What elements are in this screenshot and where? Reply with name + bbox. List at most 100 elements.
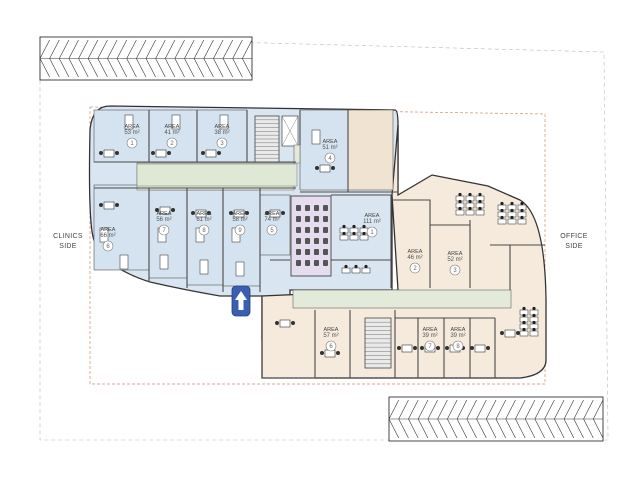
- bed: [99, 227, 109, 243]
- room-area-name: AREA: [323, 139, 338, 145]
- chair: [510, 201, 514, 206]
- parking-stalls-icon: [388, 396, 604, 442]
- chair: [468, 206, 472, 211]
- chair: [532, 320, 536, 325]
- room-number-circle: [166, 137, 178, 149]
- chair: [522, 327, 526, 332]
- desk: [341, 267, 351, 274]
- seat: [296, 260, 301, 266]
- chair: [532, 327, 536, 332]
- seat: [305, 216, 310, 222]
- chair: [478, 192, 482, 197]
- chair: [245, 211, 249, 215]
- seat: [323, 205, 328, 211]
- desk: [517, 218, 527, 225]
- chair: [500, 331, 504, 335]
- desk: [497, 218, 507, 225]
- table: [159, 206, 171, 215]
- chair: [445, 346, 449, 350]
- chair: [478, 199, 482, 204]
- seat: [296, 249, 301, 255]
- chair: [486, 346, 490, 350]
- room-number: 2: [170, 141, 174, 147]
- chair: [468, 192, 472, 197]
- chair: [352, 231, 356, 236]
- seat: [296, 205, 301, 211]
- seat: [305, 205, 310, 211]
- room-area-name: AREA: [157, 211, 172, 217]
- seat: [314, 205, 319, 211]
- chair: [217, 151, 221, 155]
- office-corridor: [292, 289, 512, 309]
- chair: [344, 264, 348, 269]
- chair: [532, 306, 536, 311]
- bed: [124, 114, 134, 130]
- building-envelope: [89, 106, 546, 385]
- chair: [522, 306, 526, 311]
- chair: [470, 346, 474, 350]
- chair: [171, 208, 175, 212]
- desk: [529, 330, 539, 337]
- desk: [361, 267, 371, 274]
- room-area: 41 m²: [164, 130, 179, 136]
- desk: [351, 267, 361, 274]
- seat: [296, 238, 301, 244]
- office-desks: [339, 192, 539, 337]
- desk: [519, 330, 529, 337]
- bed: [235, 261, 245, 277]
- table: [103, 149, 115, 158]
- room-area-name: AREA: [233, 211, 248, 217]
- office-side-line2: SIDE: [565, 243, 583, 250]
- chair: [520, 208, 524, 213]
- room-area-name: AREA: [197, 211, 212, 217]
- entrance-arrow-icon[interactable]: [231, 285, 251, 317]
- chair: [522, 320, 526, 325]
- room-area-name: AREA: [265, 211, 280, 217]
- chair: [436, 346, 440, 350]
- chair: [458, 206, 462, 211]
- bed: [171, 114, 181, 130]
- chair: [115, 203, 119, 207]
- office-side-line1: OFFICE: [560, 233, 587, 240]
- office-room-walls: [261, 194, 545, 379]
- room-number-circle: [266, 224, 278, 236]
- room-area: 58 m²: [232, 217, 247, 223]
- chair: [207, 211, 211, 215]
- room-number-circle: [216, 137, 228, 149]
- seat: [323, 249, 328, 255]
- room-number: 2: [413, 266, 417, 272]
- room-number-circle: [452, 340, 464, 352]
- chair: [281, 211, 285, 215]
- chair: [500, 208, 504, 213]
- chair: [320, 351, 324, 355]
- table: [279, 319, 291, 328]
- room-number: 1: [370, 230, 374, 236]
- chair: [99, 203, 103, 207]
- bed: [199, 259, 209, 275]
- chair: [413, 346, 417, 350]
- room-number: 7: [162, 228, 166, 234]
- seat: [314, 260, 319, 266]
- room-number-circle: [198, 224, 210, 236]
- table: [504, 329, 516, 338]
- room-area-name: AREA: [125, 124, 140, 130]
- room-number: 3: [220, 141, 224, 147]
- parking-stalls-icon: [39, 36, 253, 81]
- room-number-circle: [366, 226, 378, 238]
